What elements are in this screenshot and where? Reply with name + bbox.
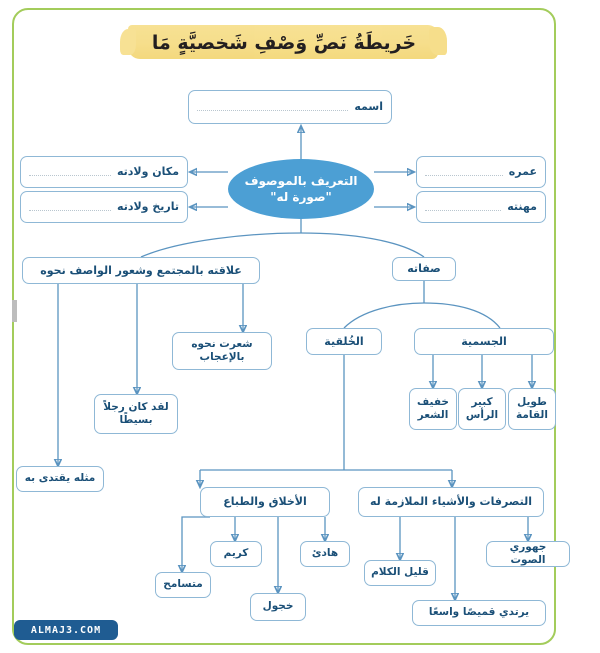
society-child-simple-man-label: لقد كان رجلاً بسيطًا [103, 400, 169, 426]
center-node-line2: "صورة له" [270, 190, 332, 204]
field-birthdate-label: تاريخ ولادته [117, 200, 179, 214]
ethics-leaf-generous-label: كريم [223, 547, 249, 560]
field-birthplace[interactable]: مكان ولادته [20, 156, 188, 188]
traits-moral-label: الخُلقية [324, 334, 364, 348]
field-name-blank[interactable] [197, 100, 349, 111]
traits-physical[interactable]: الجسمية [414, 328, 554, 355]
page-frame [12, 8, 556, 645]
physical-leaf-bighead[interactable]: كبير الرأس [458, 388, 506, 430]
ethics-leaf-calm[interactable]: هادئ [300, 541, 350, 567]
site-watermark: ALMAJ3.COM [14, 620, 118, 640]
center-node-line1: التعريف بالموصوف [244, 173, 358, 188]
ethics-leaf-tolerant-label: متسامح [163, 578, 203, 591]
traits-moral[interactable]: الخُلقية [306, 328, 382, 355]
society-child-role-model-label: مثله يقتدى به [24, 472, 96, 485]
field-birthdate-blank[interactable] [29, 200, 112, 211]
field-age-label: عمره [508, 165, 537, 179]
branch-society-label: علاقته بالمجتمع وشعور الواصف نحوه [40, 263, 242, 277]
field-name[interactable]: اسمه [188, 90, 392, 124]
society-child-admiration-label: شعرت نحوه بالإعجاب [191, 337, 253, 363]
field-name-label: اسمه [354, 100, 383, 114]
moral-group-ethics[interactable]: الأخلاق والطباع [200, 487, 330, 517]
branch-traits-label: صفاته [407, 262, 441, 276]
ethics-leaf-calm-label: هادئ [311, 547, 339, 560]
field-job[interactable]: مهنته [416, 191, 546, 223]
field-birthdate[interactable]: تاريخ ولادته [20, 191, 188, 223]
physical-leaf-thinhair[interactable]: خفيف الشعر [409, 388, 457, 430]
behavior-leaf-loudvoice-label: جهوري الصوت [509, 540, 547, 566]
moral-group-ethics-label: الأخلاق والطباع [223, 495, 307, 509]
traits-physical-label: الجسمية [461, 334, 507, 348]
ethics-leaf-tolerant[interactable]: متسامح [155, 572, 211, 598]
field-job-blank[interactable] [425, 200, 502, 211]
page-artifact-mark [12, 300, 17, 322]
behavior-leaf-loose-shirt-label: يرتدي قميصًا واسعًا [428, 606, 530, 619]
ethics-leaf-shy[interactable]: خجول [250, 593, 306, 621]
page-title-text: خَريطَةُ نَصِّ وَصْفِ شَخصيَّةٍ مَا [151, 32, 417, 54]
ethics-leaf-generous[interactable]: كريم [210, 541, 262, 567]
field-job-label: مهنته [507, 200, 537, 214]
physical-leaf-bighead-label: كبير الرأس [465, 395, 499, 421]
field-birthplace-label: مكان ولادته [116, 165, 179, 179]
field-age-blank[interactable] [425, 165, 503, 176]
behavior-leaf-loudvoice[interactable]: جهوري الصوت [486, 541, 570, 567]
branch-society[interactable]: علاقته بالمجتمع وشعور الواصف نحوه [22, 257, 260, 284]
behavior-leaf-few-words-label: قليل الكلام [371, 566, 429, 579]
center-node[interactable]: التعريف بالموصوف "صورة له" [228, 159, 374, 219]
moral-group-behaviors-label: التصرفات والأشياء الملازمة له [369, 495, 533, 509]
physical-leaf-tall[interactable]: طويل القامة [508, 388, 556, 430]
society-child-role-model[interactable]: مثله يقتدى به [16, 466, 104, 492]
society-child-simple-man[interactable]: لقد كان رجلاً بسيطًا [94, 394, 178, 434]
site-watermark-text: ALMAJ3.COM [30, 624, 102, 636]
moral-group-behaviors[interactable]: التصرفات والأشياء الملازمة له [358, 487, 544, 517]
field-age[interactable]: عمره [416, 156, 546, 188]
society-child-admiration[interactable]: شعرت نحوه بالإعجاب [172, 332, 272, 370]
branch-traits[interactable]: صفاته [392, 257, 456, 281]
behavior-leaf-loose-shirt[interactable]: يرتدي قميصًا واسعًا [412, 600, 546, 626]
physical-leaf-thinhair-label: خفيف الشعر [417, 395, 449, 421]
title-highlight-band [120, 25, 447, 59]
physical-leaf-tall-label: طويل القامة [516, 395, 548, 421]
ethics-leaf-shy-label: خجول [262, 600, 294, 613]
field-birthplace-blank[interactable] [29, 165, 111, 176]
behavior-leaf-few-words[interactable]: قليل الكلام [364, 560, 436, 586]
page-title: خَريطَةُ نَصِّ وَصْفِ شَخصيَّةٍ مَا [108, 22, 460, 64]
